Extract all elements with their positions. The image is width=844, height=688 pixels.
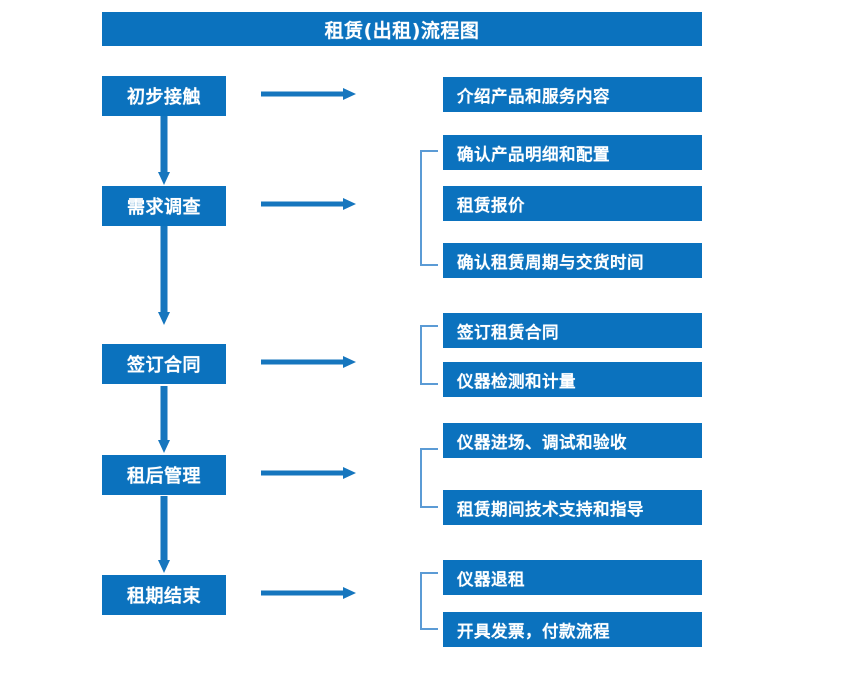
detail-box-10[interactable]: 开具发票，付款流程 bbox=[443, 612, 702, 647]
detail-box-6[interactable]: 仪器检测和计量 bbox=[443, 362, 702, 397]
stage-box-4[interactable]: 租后管理 bbox=[102, 455, 226, 495]
stage-to-detail-arrow-3 bbox=[261, 356, 356, 368]
group-bracket-3 bbox=[420, 325, 438, 385]
flow-arrow-down-2 bbox=[158, 226, 170, 325]
stage-to-detail-arrow-2 bbox=[261, 198, 356, 210]
stage-to-detail-arrow-5 bbox=[261, 587, 356, 599]
detail-box-1[interactable]: 介绍产品和服务内容 bbox=[443, 77, 702, 112]
detail-box-4[interactable]: 确认租赁周期与交货时间 bbox=[443, 243, 702, 278]
stage-box-3[interactable]: 签订合同 bbox=[102, 344, 226, 384]
group-bracket-2 bbox=[420, 150, 438, 266]
detail-box-3[interactable]: 租赁报价 bbox=[443, 186, 702, 221]
group-bracket-5 bbox=[420, 572, 438, 630]
group-bracket-4 bbox=[420, 448, 438, 508]
diagram-title: 租赁(出租)流程图 bbox=[102, 12, 702, 46]
flow-arrow-down-3 bbox=[158, 386, 170, 453]
stage-to-detail-arrow-1 bbox=[261, 88, 356, 100]
stage-box-5[interactable]: 租期结束 bbox=[102, 575, 226, 615]
stage-box-1[interactable]: 初步接触 bbox=[102, 76, 226, 116]
stage-box-2[interactable]: 需求调查 bbox=[102, 186, 226, 226]
detail-box-9[interactable]: 仪器退租 bbox=[443, 560, 702, 595]
stage-to-detail-arrow-4 bbox=[261, 467, 356, 479]
flow-arrow-down-1 bbox=[158, 116, 170, 185]
detail-box-2[interactable]: 确认产品明细和配置 bbox=[443, 135, 702, 170]
detail-box-7[interactable]: 仪器进场、调试和验收 bbox=[443, 423, 702, 458]
detail-box-8[interactable]: 租赁期间技术支持和指导 bbox=[443, 490, 702, 525]
flow-arrow-down-4 bbox=[158, 496, 170, 573]
detail-box-5[interactable]: 签订租赁合同 bbox=[443, 313, 702, 348]
